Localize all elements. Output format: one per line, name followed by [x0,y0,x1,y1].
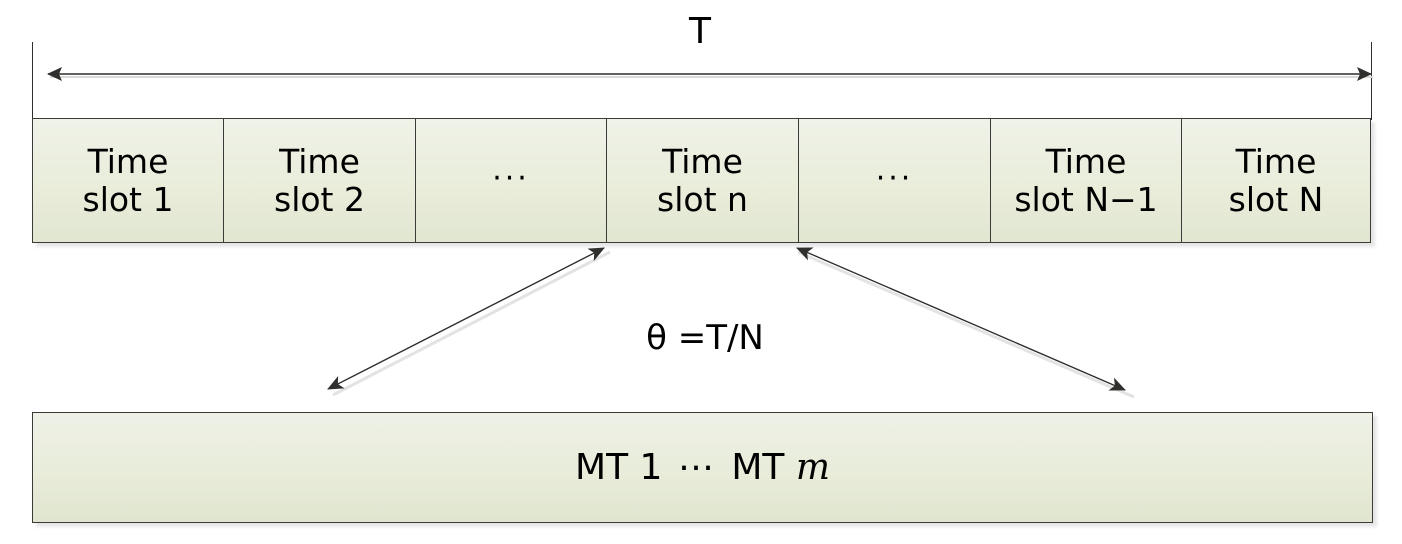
time-slot-cell-n[interactable]: Time slot n [607,119,799,242]
time-slot-cell-n-line2: slot n [657,179,748,219]
mt-last-index: m [795,446,830,488]
mobile-terminals-label: MT 1 ⋯ MT m [575,447,830,489]
time-slot-cell-capital-n-line1: Time [1235,141,1317,181]
frame-span-double-arrow [47,67,1373,81]
time-slot-cell-2-line2: slot 2 [274,179,365,219]
time-slot-cell-capital-n-line2: slot N [1228,179,1324,219]
mt-first-label: MT 1 [575,446,663,488]
frame-left-tick [32,42,33,120]
time-slot-cell-n-line1: Time [662,141,743,181]
mt-ellipsis: ⋯ [677,446,716,488]
time-slot-cell-2-line1: Time [279,141,360,181]
time-slot-cell-capital-n[interactable]: Time slot N [1182,119,1370,242]
time-slot-ellipsis-right-dots: ··· [875,160,914,196]
time-slot-cell-1-line2: slot 1 [82,179,174,219]
time-slot-ellipsis-right: ··· [799,119,991,242]
frame-duration-label: T [689,11,711,52]
time-slot-cell-1-line1: Time [87,141,169,181]
slot-duration-label: θ =T/N [646,318,764,358]
time-slot-cell-2[interactable]: Time slot 2 [224,119,416,242]
time-slot-ellipsis-left-dots: ··· [492,160,530,196]
time-slot-ellipsis-left: ··· [416,119,607,242]
time-slot-cell-n-minus-1-line2: slot N−1 [1014,179,1158,219]
time-slot-cell-n-minus-1-line1: Time [1045,141,1127,181]
time-slot-cell-1[interactable]: Time slot 1 [33,119,224,242]
time-slot-row: Time slot 1 Time slot 2 ··· Time slot n … [32,118,1371,243]
frame-right-tick [1371,42,1372,120]
time-slot-cell-n-minus-1[interactable]: Time slot N−1 [991,119,1182,242]
mobile-terminals-box[interactable]: MT 1 ⋯ MT m [32,412,1373,523]
mt-last-prefix: MT [731,446,796,488]
